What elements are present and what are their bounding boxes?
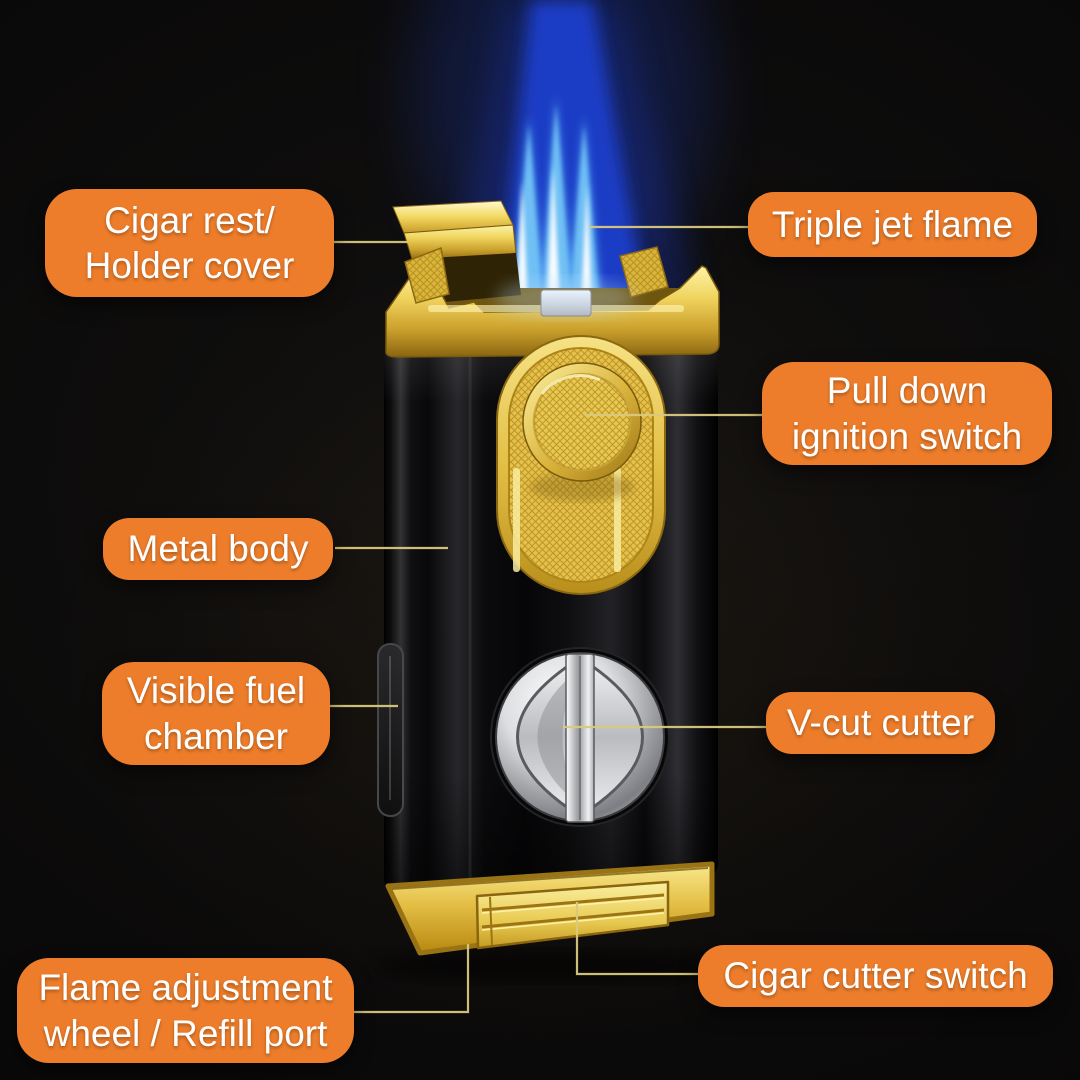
cap-wing-ornaments: [404, 246, 669, 304]
label-cigar-cutter-switch: Cigar cutter switch: [698, 945, 1053, 1007]
label-triple-jet-flame: Triple jet flame: [748, 192, 1037, 257]
label-v-cut-cutter: V-cut cutter: [766, 692, 995, 754]
cigar-cutter-switch-slider: [475, 880, 670, 950]
top-cap: [385, 200, 720, 358]
flame-white-cores: [517, 165, 592, 304]
connector-cigar-cutter-switch: [575, 902, 698, 976]
pull-down-ignition-switch: [522, 362, 642, 501]
label-metal-body: Metal body: [103, 518, 333, 580]
v-cut-cutter: [490, 647, 670, 827]
label-visible-fuel-chamber: Visible fuel chamber: [102, 662, 330, 765]
base-shadow: [375, 950, 725, 982]
label-cigar-rest: Cigar rest/ Holder cover: [45, 189, 334, 297]
connector-flame-adjustment: [354, 944, 470, 1014]
flame-base-glow: [496, 278, 636, 318]
label-flame-adjustment: Flame adjustment wheel / Refill port: [17, 958, 354, 1063]
label-pull-down-ignition: Pull down ignition switch: [762, 362, 1052, 465]
visible-fuel-chamber-window: [377, 643, 404, 817]
